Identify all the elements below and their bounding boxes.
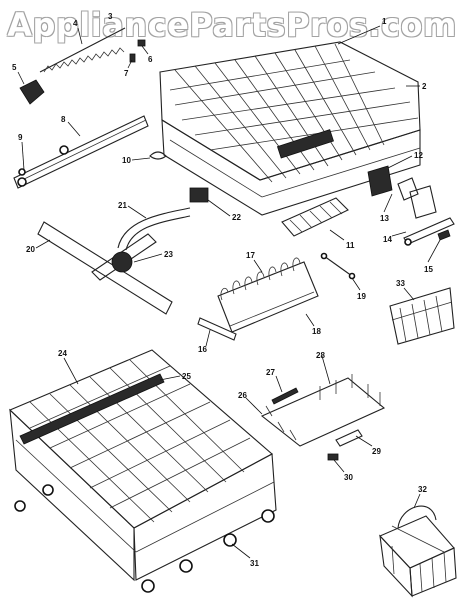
- svg-text:15: 15: [424, 265, 433, 274]
- silverware-basket-part: [379, 505, 457, 598]
- svg-text:33: 33: [396, 279, 405, 288]
- svg-text:1: 1: [382, 17, 387, 26]
- svg-text:4: 4: [73, 19, 78, 28]
- callout-8: 8: [61, 115, 81, 137]
- lower-rack-part: [9, 349, 277, 593]
- lower-tines-part: [260, 374, 386, 461]
- callout-12: 12: [387, 151, 423, 169]
- svg-text:23: 23: [164, 250, 173, 259]
- callout-18: 18: [305, 313, 321, 336]
- callout-32: 32: [413, 485, 427, 509]
- spray-arm-part: [37, 187, 209, 315]
- tine-clip-part: [197, 317, 237, 341]
- svg-text:12: 12: [414, 151, 423, 160]
- rack-slide-rail-part: [13, 115, 149, 189]
- svg-text:14: 14: [383, 235, 392, 244]
- clip-part: [149, 151, 167, 160]
- upper-rack-part: [159, 41, 421, 216]
- svg-text:32: 32: [418, 485, 427, 494]
- callout-19: 19: [351, 277, 366, 301]
- callout-6: 6: [141, 45, 153, 64]
- callout-14: 14: [383, 231, 407, 244]
- svg-text:3: 3: [108, 12, 113, 21]
- callout-21: 21: [118, 201, 147, 219]
- svg-text:2: 2: [422, 82, 427, 91]
- fold-down-tines-part: [217, 257, 319, 333]
- svg-text:28: 28: [316, 351, 325, 360]
- svg-text:20: 20: [26, 245, 35, 254]
- svg-text:11: 11: [346, 241, 355, 250]
- callout-28: 28: [316, 351, 331, 385]
- svg-text:6: 6: [148, 55, 153, 64]
- callout-23: 23: [133, 250, 173, 263]
- callout-9: 9: [18, 133, 25, 171]
- svg-text:24: 24: [58, 349, 67, 358]
- callout-13: 13: [380, 193, 393, 223]
- callout-33: 33: [396, 279, 415, 301]
- callout-29: 29: [355, 435, 381, 456]
- callout-26: 26: [238, 391, 263, 415]
- callout-27: 27: [266, 368, 283, 393]
- callout-30: 30: [333, 459, 353, 482]
- callout-7: 7: [124, 59, 133, 78]
- svg-text:19: 19: [357, 292, 366, 301]
- svg-text:26: 26: [238, 391, 247, 400]
- svg-text:22: 22: [232, 213, 241, 222]
- svg-text:10: 10: [122, 156, 131, 165]
- svg-text:25: 25: [182, 372, 191, 381]
- callout-10: 10: [122, 156, 151, 165]
- callout-11: 11: [329, 229, 355, 250]
- svg-text:31: 31: [250, 559, 259, 568]
- svg-text:17: 17: [246, 251, 255, 260]
- callout-4: 4: [73, 19, 83, 45]
- svg-text:30: 30: [344, 473, 353, 482]
- tine-insert-part: [281, 197, 349, 237]
- svg-text:27: 27: [266, 368, 275, 377]
- callout-17: 17: [246, 251, 263, 273]
- callout-22: 22: [207, 199, 241, 222]
- callout-16: 16: [198, 329, 211, 354]
- svg-text:5: 5: [12, 63, 17, 72]
- rack-adjuster-parts: [367, 165, 455, 246]
- svg-text:18: 18: [312, 327, 321, 336]
- callout-25: 25: [159, 372, 191, 381]
- svg-text:16: 16: [198, 345, 207, 354]
- svg-text:9: 9: [18, 133, 23, 142]
- svg-text:29: 29: [372, 447, 381, 456]
- svg-text:13: 13: [380, 214, 389, 223]
- svg-text:21: 21: [118, 201, 127, 210]
- hinge-rod-part: [320, 252, 356, 280]
- callout-20: 20: [26, 239, 51, 254]
- callout-24: 24: [58, 349, 79, 385]
- tine-rail-part: [19, 27, 146, 105]
- svg-text:7: 7: [124, 69, 129, 78]
- svg-text:8: 8: [61, 115, 66, 124]
- callout-15: 15: [424, 239, 441, 274]
- callout-3: 3: [108, 12, 113, 21]
- callout-2: 2: [406, 82, 427, 91]
- callout-5: 5: [12, 63, 25, 85]
- callout-31: 31: [231, 543, 259, 568]
- callout-1: 1: [337, 17, 387, 45]
- small-basket-part: [389, 287, 455, 345]
